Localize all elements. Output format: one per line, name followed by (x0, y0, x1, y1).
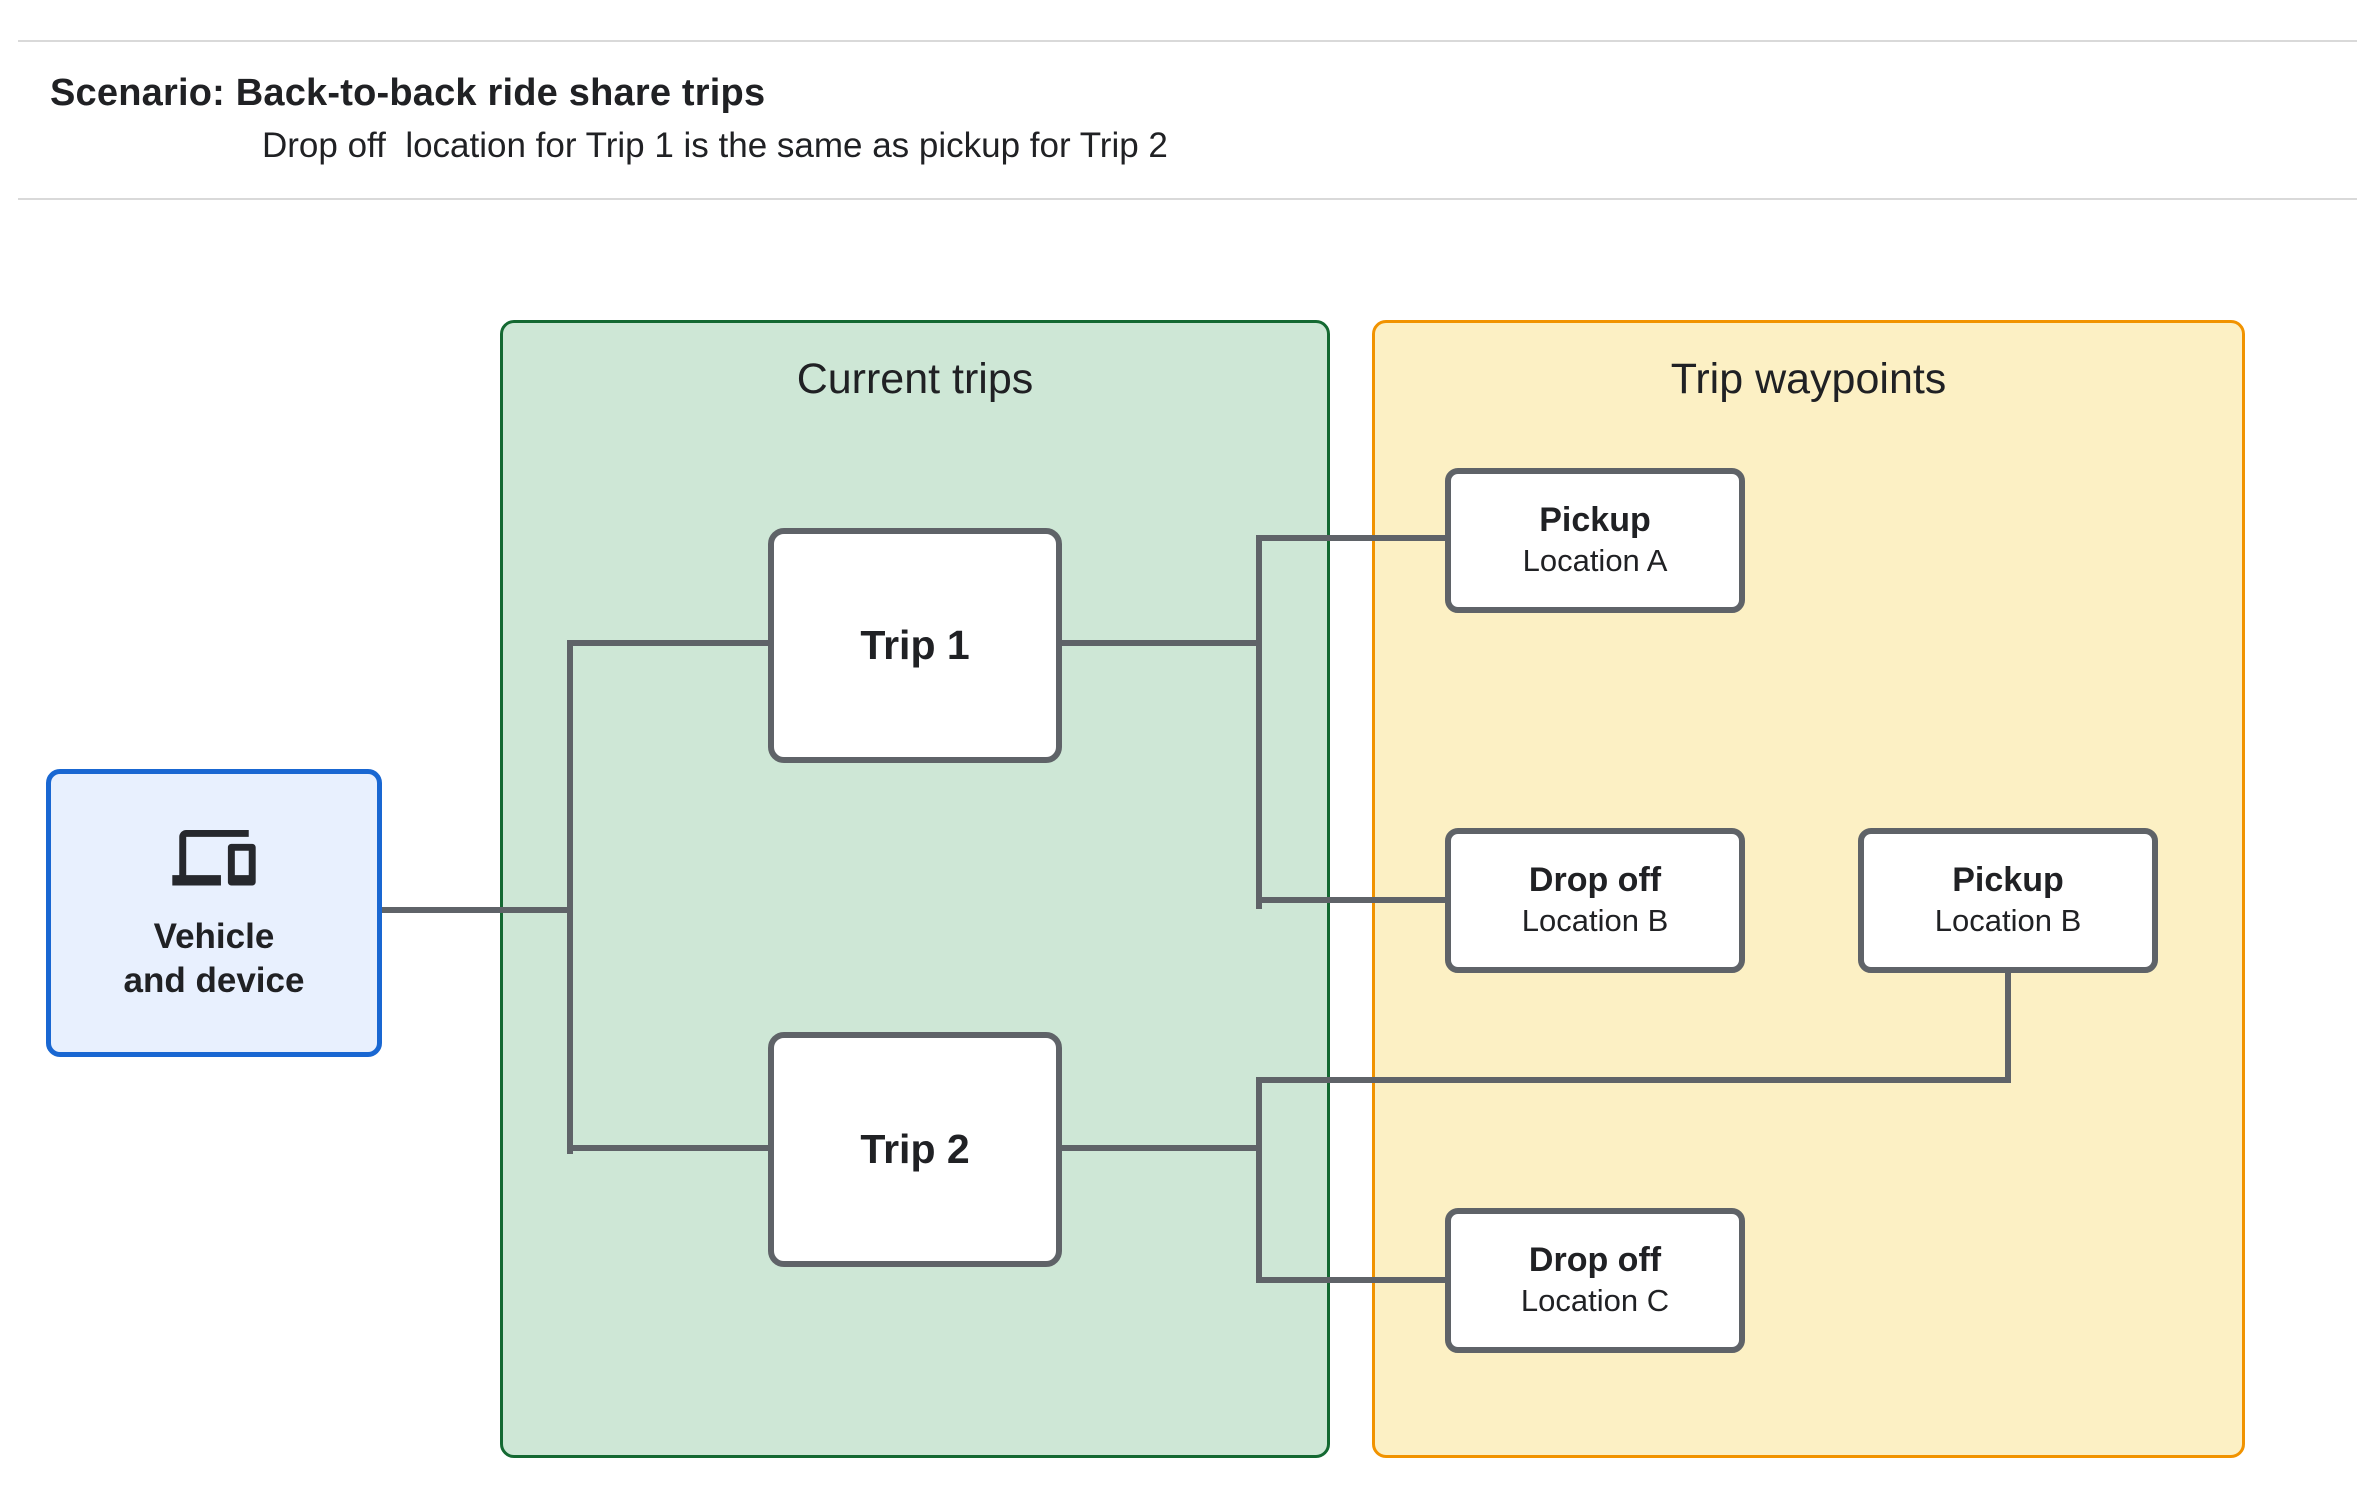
connector-to-dropoff-b (1256, 897, 1451, 903)
connector-to-pickup-b-horizontal (1256, 1077, 2011, 1083)
waypoint-subtitle: Location B (1934, 902, 2082, 938)
divider-top (18, 40, 2357, 42)
connector-to-dropoff-c (1256, 1277, 1451, 1283)
waypoint-pickup-location-a: Pickup Location A (1445, 468, 1745, 613)
trip2-label: Trip 2 (860, 1126, 970, 1172)
waypoint-subtitle: Location C (1520, 1282, 1670, 1318)
waypoint-title: Pickup (1952, 860, 2064, 899)
vehicle-label-line1: Vehicle (153, 917, 275, 957)
waypoint-title: Drop off (1528, 860, 1662, 899)
trip1-label: Trip 1 (860, 622, 970, 668)
group-current-trips-label: Current trips (796, 355, 1034, 403)
group-trip-waypoints-label: Trip waypoints (1670, 355, 1947, 403)
connector-trip2-to-junction (1062, 1145, 1262, 1151)
devices-icon (170, 823, 258, 889)
connector-trip2-junction-vertical (1256, 1077, 1262, 1283)
connector-trip1-junction-vertical (1256, 535, 1262, 909)
waypoint-dropoff-location-c: Drop off Location C (1445, 1208, 1745, 1353)
trip2-node: Trip 2 (768, 1032, 1062, 1267)
page-title: Scenario: Back-to-back ride share trips (50, 72, 766, 114)
group-current-trips: Current trips (500, 320, 1330, 1458)
connector-junction-to-trip2 (567, 1145, 774, 1151)
connector-junction-to-trip1 (567, 640, 774, 646)
connector-left-junction-vertical (567, 640, 573, 1154)
connector-trip1-to-junction (1062, 640, 1262, 646)
waypoint-pickup-location-b: Pickup Location B (1858, 828, 2158, 973)
vehicle-node-label: Vehicle and device (124, 915, 305, 1003)
page-subtitle: Drop off location for Trip 1 is the same… (262, 126, 1168, 165)
connector-vehicle-to-junction (382, 907, 573, 913)
waypoint-dropoff-location-b: Drop off Location B (1445, 828, 1745, 973)
waypoint-subtitle: Location B (1521, 902, 1669, 938)
connector-to-pickup-b-vertical (2005, 973, 2011, 1083)
waypoint-subtitle: Location A (1522, 542, 1668, 578)
vehicle-and-device-node: Vehicle and device (46, 769, 382, 1057)
vehicle-label-line2: and device (123, 961, 305, 1000)
divider-bottom (18, 198, 2357, 200)
connector-to-pickup-a (1256, 535, 1451, 541)
waypoint-title: Drop off (1528, 1240, 1662, 1279)
trip1-node: Trip 1 (768, 528, 1062, 763)
waypoint-title: Pickup (1539, 500, 1651, 539)
